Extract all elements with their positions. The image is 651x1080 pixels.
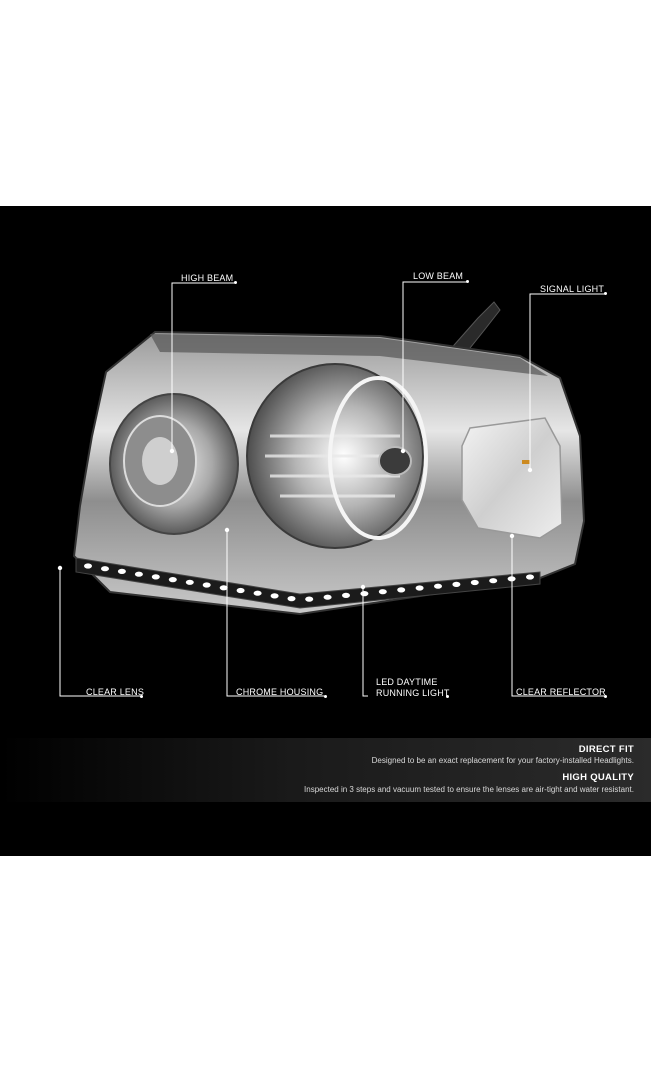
label-dot: [140, 695, 143, 698]
led-dot: [270, 593, 279, 599]
callout-line-led: [362, 587, 368, 697]
label-led-line1: LED DAYTIME: [376, 677, 438, 687]
led-dot: [342, 592, 350, 598]
callout-line-housing: [226, 530, 326, 697]
led-dot: [397, 587, 406, 593]
led-dot: [434, 583, 442, 589]
product-panel: HIGH BEAM LOW BEAM SIGNAL LIGHT CLEAR LE…: [0, 206, 651, 856]
led-dot: [236, 587, 245, 594]
led-dot: [202, 582, 211, 588]
led-dots: [84, 563, 534, 602]
feature-text-direct-fit: Designed to be an exact replacement for …: [371, 756, 634, 765]
label-dot: [324, 695, 327, 698]
led-dot: [287, 596, 296, 602]
feature-text-high-quality: Inspected in 3 steps and vacuum tested t…: [304, 785, 634, 794]
led-dot: [452, 581, 461, 587]
callout-line-signal: [529, 293, 606, 470]
headlight-illustration: [57, 281, 606, 697]
callout-line-clear-lens: [59, 568, 142, 697]
led-dot: [305, 596, 314, 602]
feature-title-direct-fit: DIRECT FIT: [578, 744, 634, 755]
led-dot: [360, 591, 369, 597]
label-dot: [604, 292, 607, 295]
led-dot: [470, 579, 479, 586]
led-dot: [117, 568, 126, 574]
label-led-line2: RUNNING LIGHT: [376, 688, 450, 698]
label-chrome-housing: CHROME HOUSING: [236, 687, 324, 697]
label-clear-reflector: CLEAR REFLECTOR: [516, 687, 606, 697]
label-clear-lens: CLEAR LENS: [86, 687, 145, 697]
label-dot: [604, 695, 607, 698]
label-dot: [466, 280, 469, 283]
led-dot: [489, 578, 498, 584]
label-dot: [446, 695, 449, 698]
led-dot: [185, 579, 194, 585]
label-signal-light: SIGNAL LIGHT: [540, 284, 605, 294]
callout-line-low-beam: [402, 281, 468, 451]
led-dot: [323, 594, 332, 600]
led-dot: [101, 566, 109, 572]
led-dot: [151, 574, 160, 580]
led-dot: [378, 589, 387, 595]
feature-title-high-quality: HIGH QUALITY: [562, 772, 634, 783]
led-dot: [84, 563, 92, 569]
led-dot: [134, 571, 143, 577]
label-low-beam: LOW BEAM: [413, 271, 464, 281]
led-dot: [415, 585, 424, 591]
callout-line-reflector: [511, 536, 606, 697]
callout-line-high-beam: [171, 282, 236, 451]
led-strip: [75, 557, 541, 609]
led-dot: [253, 590, 262, 596]
led-dot: [526, 574, 534, 580]
label-dot: [234, 281, 237, 284]
signal-reflector: [461, 417, 563, 539]
label-high-beam: HIGH BEAM: [181, 273, 234, 283]
feature-band: DIRECT FIT Designed to be an exact repla…: [0, 738, 651, 802]
led-dot: [168, 577, 177, 583]
led-dot: [219, 585, 228, 591]
